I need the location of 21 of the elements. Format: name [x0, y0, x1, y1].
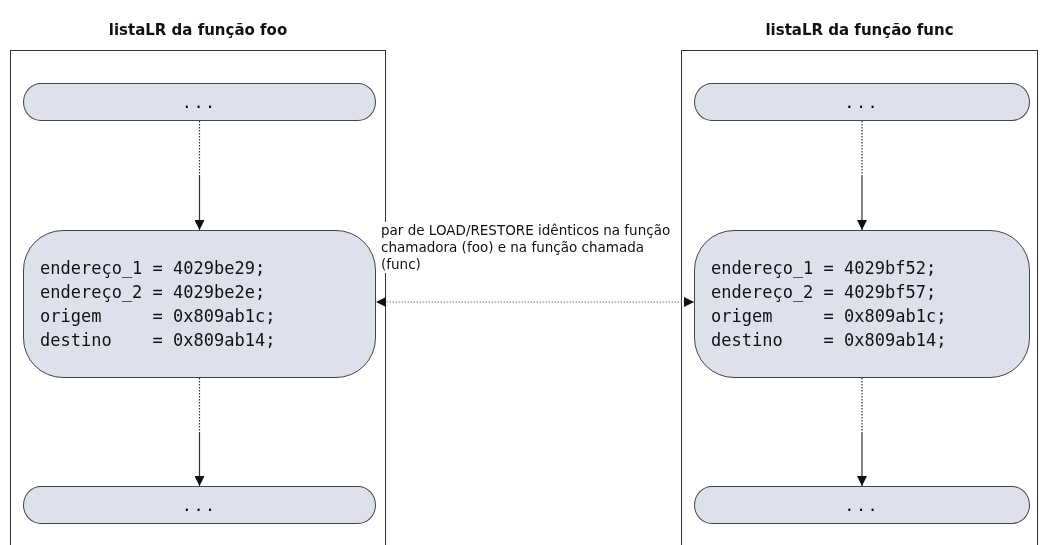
ellipsis-box [23, 486, 376, 524]
ellipsis: ... [181, 495, 218, 515]
code-block-box [23, 230, 376, 378]
code-line: endereço_1 = 4029bf52; [711, 257, 938, 280]
code-line: endereço_2 = 4029bf57; [711, 281, 938, 304]
code-line: endereço_1 = 4029be29; [40, 257, 267, 280]
ellipsis-box [694, 83, 1030, 121]
ellipsis-box [694, 486, 1030, 524]
ellipsis: ... [843, 495, 881, 515]
ellipsis: ... [181, 92, 218, 112]
code-line: endereço_2 = 4029be2e; [40, 281, 267, 304]
code-line: origem = 0x809ab1c; [711, 305, 948, 328]
ellipsis: ... [843, 92, 881, 112]
code-block-box [694, 230, 1030, 378]
ellipsis-box [23, 83, 376, 121]
code-line: destino = 0x809ab14; [40, 329, 277, 352]
code-line: destino = 0x809ab14; [711, 329, 948, 352]
code-line: origem = 0x809ab1c; [40, 305, 277, 328]
panel-heading: listaLR da função func [764, 21, 955, 39]
panel-heading: listaLR da função foo [107, 21, 289, 39]
edge-label: par de LOAD/RESTORE idênticos na função chamadora (foo) e na função chamada (func) [381, 222, 671, 273]
